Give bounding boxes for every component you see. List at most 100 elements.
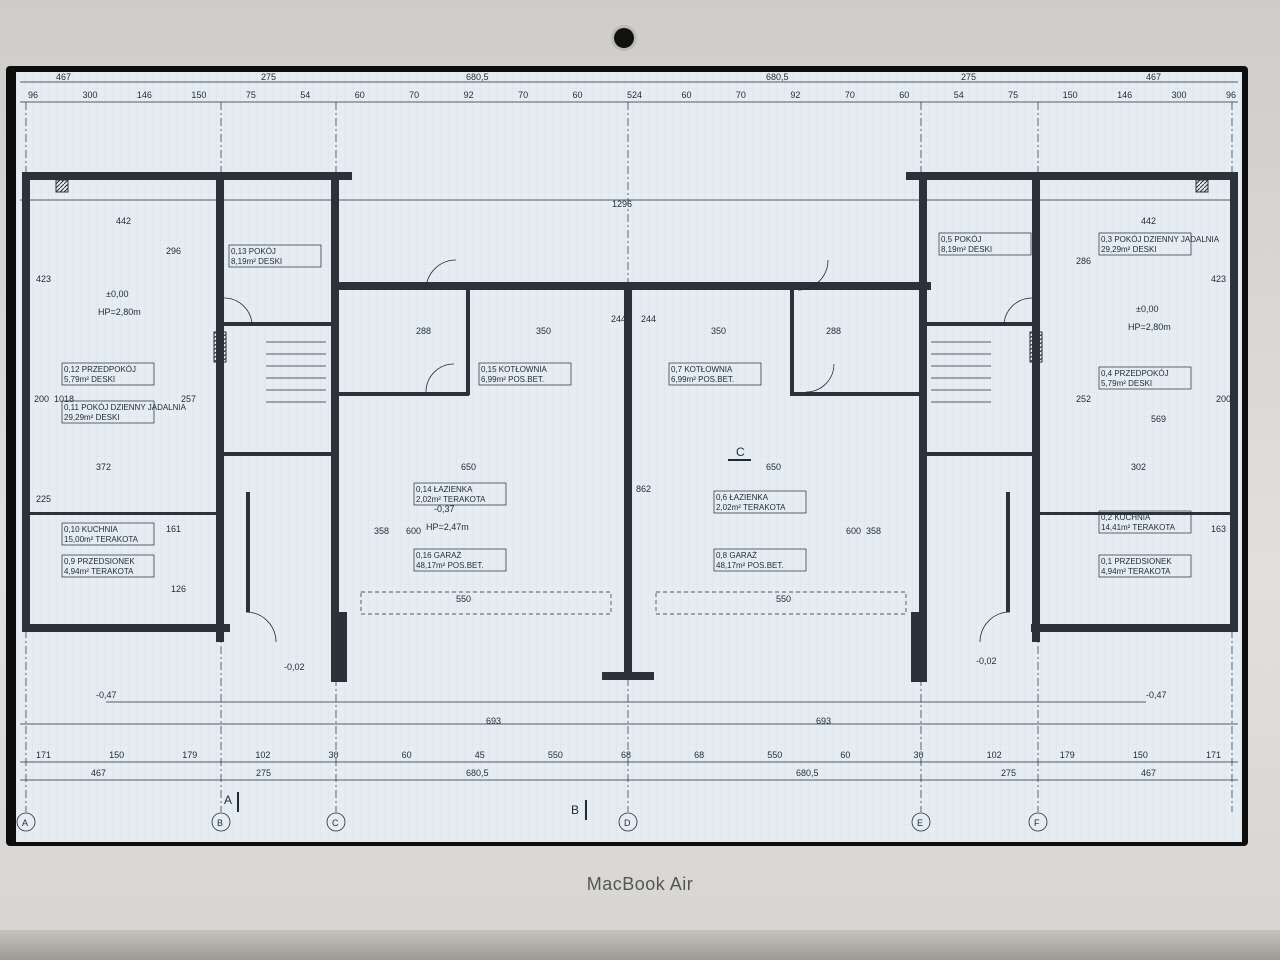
dimension-text: 126 — [171, 584, 186, 594]
dimension-text: 54 — [300, 90, 310, 100]
dimension-text: 680,5 — [766, 72, 789, 82]
dimension-text: 200 — [34, 394, 49, 404]
level-right-out: -0,47 — [1146, 690, 1167, 700]
dimension-text: 150 — [1133, 750, 1148, 760]
room-name: 0,11 POKÓJ DZIENNY JADALNIA — [64, 403, 187, 412]
room-label-frame — [478, 362, 572, 386]
dimension-text: 467 — [56, 72, 71, 82]
dimension-text: 150 — [1063, 90, 1078, 100]
dimension-text: 244 — [611, 314, 626, 324]
room-name: 0,2 KUCHNIA — [1101, 513, 1151, 522]
dimension-text: 550 — [548, 750, 563, 760]
room-label-frame — [228, 244, 322, 268]
dimension-text: 60 — [355, 90, 365, 100]
dimension-text: 680,5 — [796, 768, 819, 778]
room-name: 0,3 POKÓJ DZIENNY JADALNIA — [1101, 235, 1220, 244]
dimension-text: 75 — [246, 90, 256, 100]
room-label-frame — [668, 362, 762, 386]
room-area-finish: 5,79m² DESKI — [1101, 379, 1152, 388]
axis-label: A — [22, 818, 28, 828]
dimension-text: 569 — [1151, 414, 1166, 424]
dimension-text: 300 — [82, 90, 97, 100]
room-area-finish: 15,00m² TERAKOTA — [64, 535, 139, 544]
axis-label: E — [917, 818, 923, 828]
dimension-text: 275 — [261, 72, 276, 82]
room-label-frame — [1098, 554, 1192, 578]
dimension-text: 1018 — [54, 394, 74, 404]
dimension-text: 179 — [182, 750, 197, 760]
dimension-text: 60 — [681, 90, 691, 100]
dimension-text: 92 — [464, 90, 474, 100]
section-mark-a: A — [224, 793, 232, 807]
dimension-text: 275 — [256, 768, 271, 778]
room-area-finish: 4,94m² TERAKOTA — [64, 567, 134, 576]
dimension-text: 302 — [1131, 462, 1146, 472]
dimension-text: 288 — [416, 326, 431, 336]
dimension-text: 60 — [840, 750, 850, 760]
level-mark: -0,02 — [976, 656, 997, 666]
dimension-text: 275 — [961, 72, 976, 82]
dimension-text: 70 — [736, 90, 746, 100]
dimension-text: 358 — [374, 526, 389, 536]
dimension-text: 257 — [181, 394, 196, 404]
room-label-frame — [61, 362, 155, 386]
axis-label: B — [217, 818, 223, 828]
dimension-text: 30 — [914, 750, 924, 760]
dimension-text: 442 — [1141, 216, 1156, 226]
laptop-base-edge — [0, 930, 1280, 960]
dimension-text: 150 — [109, 750, 124, 760]
dimension-text: 68 — [694, 750, 704, 760]
room-name: 0,9 PRZEDSIONEK — [64, 557, 135, 566]
room-area-finish: 2,02m² TERAKOTA — [416, 495, 486, 504]
dimension-text: 650 — [461, 462, 476, 472]
dimension-text: 423 — [36, 274, 51, 284]
dimension-text: 96 — [1226, 90, 1236, 100]
dimension-text: 550 — [776, 594, 791, 604]
dimension-text: 358 — [866, 526, 881, 536]
dimension-text: 550 — [456, 594, 471, 604]
dimension-text: 550 — [767, 750, 782, 760]
dimension-text: 244 — [641, 314, 656, 324]
device-brand-label: MacBook Air — [586, 874, 694, 894]
axis-bubble — [326, 812, 346, 832]
level-mark: -0,47 — [1146, 690, 1167, 700]
room-area-finish: 6,99m² POS.BET. — [671, 375, 734, 384]
level-height: HP=2,47m — [426, 522, 469, 532]
room-name: 0,5 POKÓJ — [941, 235, 981, 244]
section-marks: A B C — [224, 445, 751, 820]
axis-label: D — [624, 818, 631, 828]
dimension-text: 252 — [1076, 394, 1091, 404]
dimension-text: 524 — [627, 90, 642, 100]
axis-bubble — [911, 812, 931, 832]
mid-span-dimension: 1296 — [612, 199, 632, 209]
dimension-text: 600 — [406, 526, 421, 536]
dimension-text: 45 — [475, 750, 485, 760]
level-left-out: -0,47 — [96, 690, 117, 700]
room-name: 0,1 PRZEDSIONEK — [1101, 557, 1172, 566]
dimension-text: 70 — [518, 90, 528, 100]
level-left-step: -0,02 — [284, 662, 305, 672]
room-area-finish: 29,29m² DESKI — [64, 413, 120, 422]
room-label-frame — [1098, 366, 1192, 390]
dimension-text: 146 — [137, 90, 152, 100]
room-name: 0,10 KUCHNIA — [64, 525, 118, 534]
dimension-text: 693 — [816, 716, 831, 726]
room-label-frame — [61, 400, 155, 424]
room-area-finish: 48,17m² POS.BET. — [416, 561, 484, 570]
axis-label: F — [1034, 818, 1040, 828]
